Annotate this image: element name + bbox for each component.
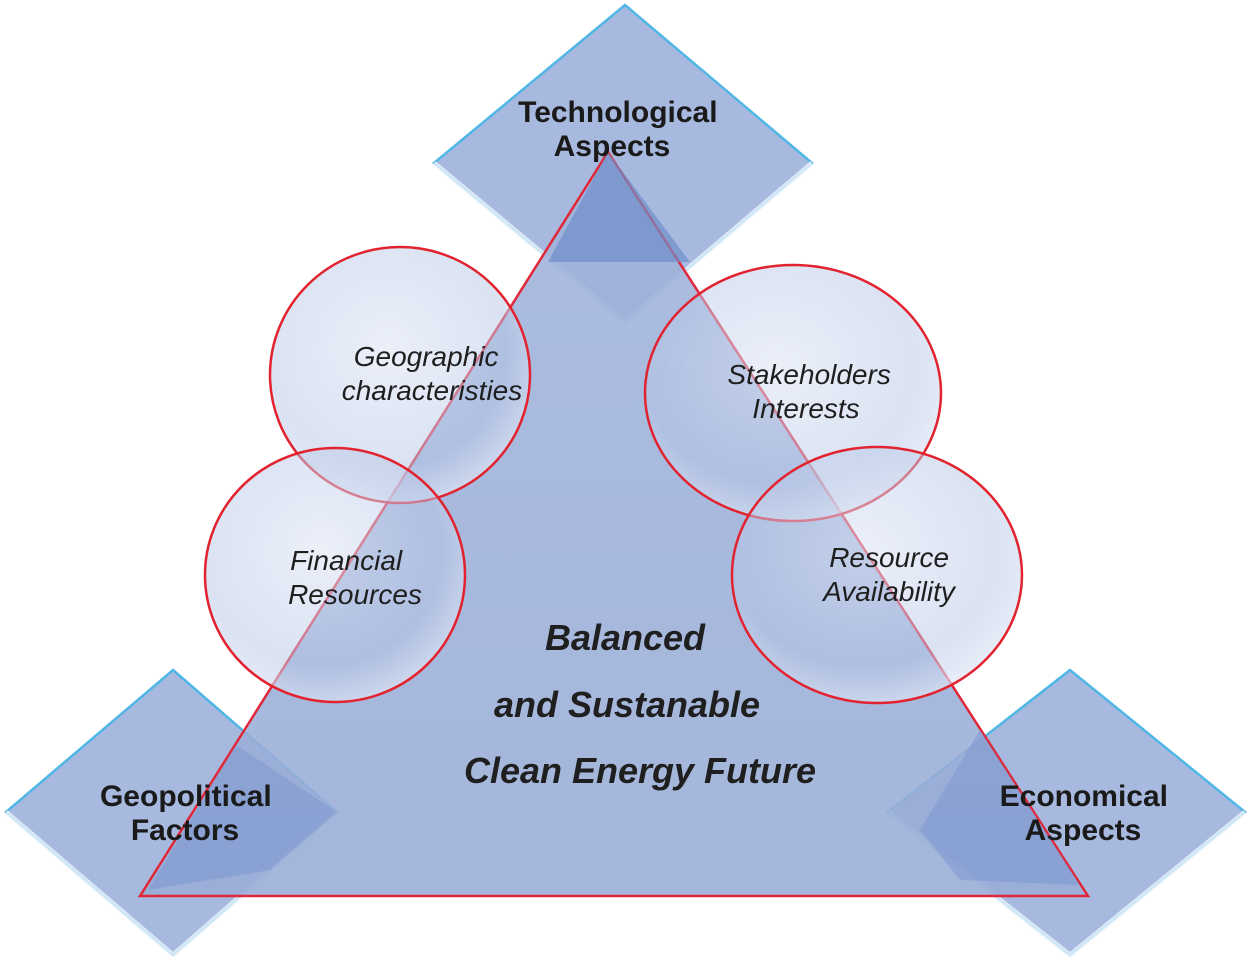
label-economical: Economical Aspects bbox=[1000, 780, 1177, 847]
label-technological: Technological Aspects bbox=[518, 96, 726, 163]
circle-resource bbox=[730, 445, 1024, 705]
label-resource: Resource Availability bbox=[821, 542, 957, 607]
overlap-top bbox=[548, 152, 690, 262]
label-financial: Financial Resources bbox=[288, 545, 422, 610]
label-stakeholders: Stakeholders Interests bbox=[727, 359, 898, 424]
overlap-left bbox=[148, 745, 337, 890]
overlap-right bbox=[920, 730, 1080, 885]
label-center: Balanced and Sustanable Clean Energy Fut… bbox=[464, 617, 816, 791]
circle-financial bbox=[203, 446, 467, 704]
label-geopolitical: Geopolitical Factors bbox=[100, 780, 280, 847]
label-geographic: Geographic characteristies bbox=[342, 341, 523, 406]
